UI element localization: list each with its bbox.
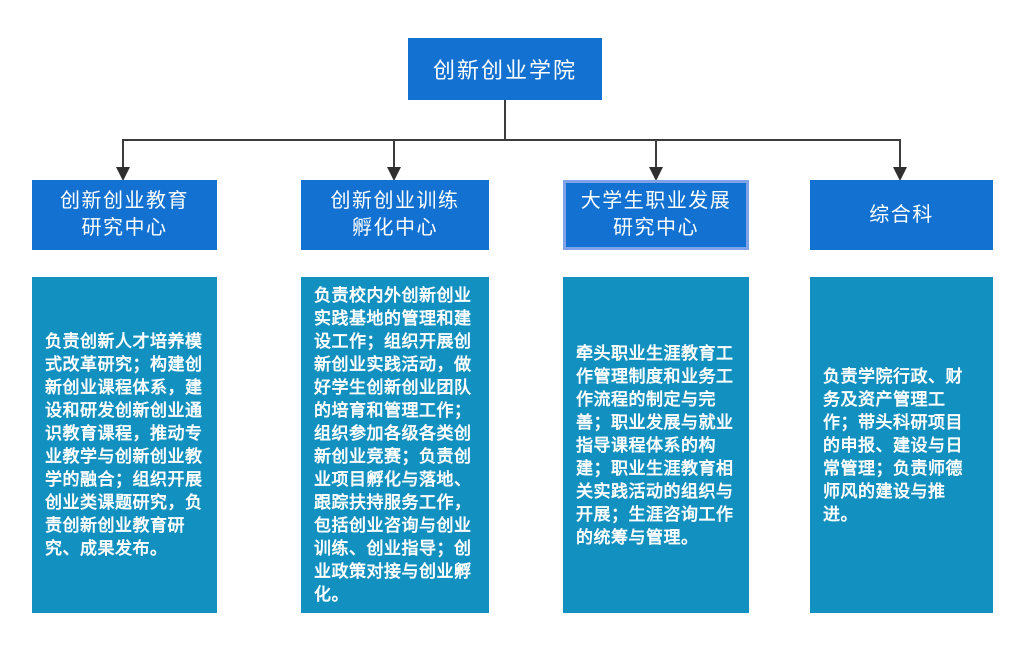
dept-node-label: 创新创业训练 孵化中心 <box>330 190 460 239</box>
dept-description-education-research-center[interactable]: 负责创新人才培养模式改革研究；构建创新创业课程体系，建设和研发创新创业通识教育课… <box>32 277 217 613</box>
dept-node-label: 大学生职业发展 研究中心 <box>580 190 732 239</box>
root-node-label: 创新创业学院 <box>432 58 577 83</box>
arrow-down-icon <box>649 167 663 181</box>
dept-node-career-development-center[interactable]: 大学生职业发展 研究中心 <box>563 180 749 250</box>
dept-description-training-incubation-center[interactable]: 负责校内外创新创业实践基地的管理和建设工作；组织开展创新创业实践活动，做好学生创… <box>301 277 489 613</box>
arrow-down-icon <box>116 167 130 181</box>
dept-description-career-development-center[interactable]: 牵头职业生涯教育工作管理制度和业务工作流程的制定与完善；职业发展与就业指导课程体… <box>563 277 749 613</box>
arrow-down-icon <box>893 167 907 181</box>
dept-description-general-office[interactable]: 负责学院行政、财务及资产管理工作；带头科研项目的申报、建设与日常管理；负责师德师… <box>810 277 993 613</box>
dept-description-text: 负责创新人才培养模式改革研究；构建创新创业课程体系，建设和研发创新创业通识教育课… <box>45 332 203 558</box>
root-node[interactable]: 创新创业学院 <box>408 38 602 100</box>
dept-description-text: 负责校内外创新创业实践基地的管理和建设工作；组织开展创新创业实践活动，做好学生创… <box>314 286 472 604</box>
dept-node-education-research-center[interactable]: 创新创业教育 研究中心 <box>32 180 217 250</box>
dept-node-general-office[interactable]: 综合科 <box>810 180 993 250</box>
dept-node-label: 综合科 <box>869 203 934 226</box>
dept-node-label: 创新创业教育 研究中心 <box>60 190 189 239</box>
dept-node-training-incubation-center[interactable]: 创新创业训练 孵化中心 <box>301 180 489 250</box>
arrow-down-icon <box>387 167 401 181</box>
dept-description-text: 负责学院行政、财务及资产管理工作；带头科研项目的申报、建设与日常管理；负责师德师… <box>823 366 963 524</box>
dept-description-text: 牵头职业生涯教育工作管理制度和业务工作流程的制定与完善；职业发展与就业指导课程体… <box>576 343 734 547</box>
